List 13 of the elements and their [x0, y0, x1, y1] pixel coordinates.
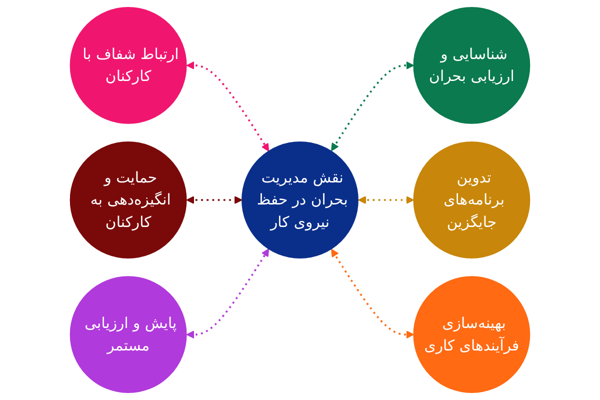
node-circle: حمایت و انگیزه‌دهی به کارکنان	[70, 142, 187, 258]
node-circle: نقش مدیریت بحران در حفظ نیروی کار	[242, 142, 358, 258]
node-circle: ارتباط شفاف با کارکنان	[70, 6, 187, 124]
arrow	[186, 61, 270, 152]
node-circle: بهینه‌سازی فرآیندهای کاری	[413, 276, 530, 394]
arrow	[186, 248, 270, 339]
node-circle: شناسایی و ارزیابی بحران	[413, 6, 530, 124]
arrow	[331, 61, 414, 152]
arrow	[331, 248, 414, 339]
node-circle: تدوین برنامه‌های جایگزین	[413, 142, 530, 258]
arrow	[358, 196, 414, 204]
node-circle: پایش و ارزیابی مستمر	[70, 276, 187, 394]
arrow	[186, 196, 242, 204]
